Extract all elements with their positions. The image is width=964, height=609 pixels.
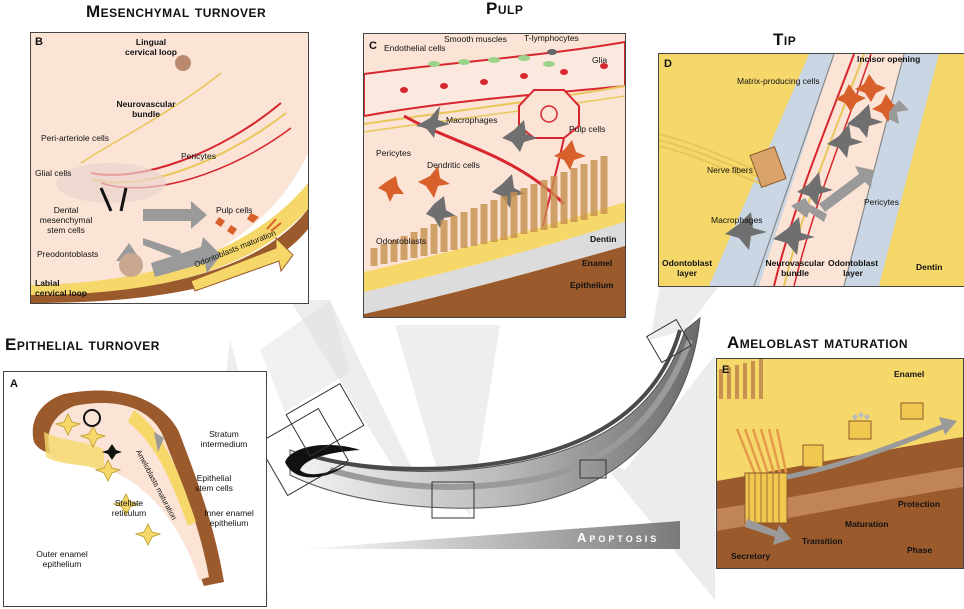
label-dentin: Dentin — [590, 234, 617, 244]
label-pericytes-d: Pericytes — [864, 197, 899, 207]
apoptosis-label: Apoptosis — [577, 530, 660, 545]
label-dental-mesenchymal-stem-cells: Dental mesenchymal stem cells — [39, 205, 93, 235]
label-enamel-e: Enamel — [894, 369, 925, 379]
panel-c-pulp: C T-lymphocytes Smooth muscles Endotheli… — [363, 33, 626, 318]
label-t-lymphocytes: T-lymphocytes — [524, 33, 579, 43]
label-maturation: Maturation — [845, 519, 889, 529]
label-odontoblast-layer-right: Odontoblast layer — [827, 258, 879, 278]
label-preodontoblasts: Preodontoblasts — [37, 249, 99, 259]
label-pericytes: Pericytes — [181, 151, 216, 161]
panel-e-ameloblast: E Enamel Protection Maturation Transitio… — [716, 358, 964, 569]
panel-e-illustration — [717, 359, 963, 568]
panel-b-mesenchymal: B Lingual cervical loop Neurovascular bu… — [30, 32, 309, 304]
mesenchymal-turnover-title: Mesenchymal turnover — [86, 2, 267, 21]
label-odontoblast-layer-left: Odontoblast layer — [661, 258, 713, 278]
panel-d-letter: D — [664, 58, 672, 70]
pulp-title: Pulp — [486, 0, 524, 18]
label-macrophages: Macrophages — [446, 115, 498, 125]
label-glia: Glia — [592, 55, 608, 65]
panel-a-letter: A — [10, 378, 18, 390]
label-outer-enamel-epithelium: Outer enamel epithelium — [36, 549, 88, 569]
label-transition: Transition — [802, 536, 843, 546]
label-dentin-d: Dentin — [916, 262, 943, 272]
panel-a-illustration — [4, 372, 266, 606]
label-pulp-cells: Pulp cells — [569, 124, 606, 134]
label-matrix-producing-cells: Matrix-producing cells — [737, 76, 820, 86]
label-incisor-opening: Incisor opening — [857, 54, 921, 64]
label-endothelial-cells: Endothelial cells — [384, 43, 446, 53]
label-pulp-cells: Pulp cells — [216, 205, 253, 215]
label-lingual-cervical-loop: Lingual cervical loop — [125, 37, 177, 57]
label-neurovascular-bundle: Neurovascular bundle — [116, 99, 176, 119]
label-epithelial-stem-cells: Epithelial stem cells — [195, 473, 233, 493]
panel-a-epithelial: A Stratum intermedium Ameloblasts matura… — [3, 371, 267, 607]
label-labial-cervical-loop: Labial cervical loop — [35, 278, 87, 298]
label-inner-enamel-epithelium: Inner enamel epithelium — [204, 508, 254, 528]
panel-d-illustration — [659, 54, 964, 286]
label-peri-arteriole-cells: Peri-arteriole cells — [41, 133, 110, 143]
label-dendritic-cells: Dendritic cells — [427, 160, 480, 170]
label-odontoblasts: Odontoblasts — [376, 236, 427, 246]
label-protection: Protection — [898, 499, 941, 509]
label-neurovascular-bundle-d: Neurovascular bundle — [765, 258, 825, 278]
panel-d-tip: D Incisor opening Matrix-producing cells… — [658, 53, 964, 287]
label-phase: Phase — [907, 545, 933, 555]
label-stellate-reticulum: Stellate reticulum — [111, 498, 147, 518]
label-enamel: Enamel — [582, 258, 613, 268]
epithelial-turnover-title: Epithelial turnover — [5, 335, 160, 354]
label-pericytes: Pericytes — [376, 148, 411, 158]
label-macrophages-d: Macrophages — [711, 215, 763, 225]
panel-b-letter: B — [35, 36, 43, 48]
label-nerve-fibers: Nerve fibers — [707, 165, 753, 175]
label-epithelium: Epithelium — [570, 280, 614, 290]
panel-e-letter: E — [722, 364, 730, 376]
tip-title: Tip — [773, 30, 797, 49]
label-smooth-muscles: Smooth muscles — [444, 34, 507, 44]
panel-c-illustration — [364, 34, 625, 317]
label-stratum-intermedium: Stratum intermedium — [200, 429, 248, 449]
ameloblast-maturation-title: Ameloblast maturation — [727, 333, 909, 352]
label-secretory: Secretory — [731, 551, 771, 561]
panel-c-letter: C — [369, 40, 377, 52]
panel-b-illustration — [31, 33, 308, 303]
label-glial-cells: Glial cells — [35, 168, 72, 178]
